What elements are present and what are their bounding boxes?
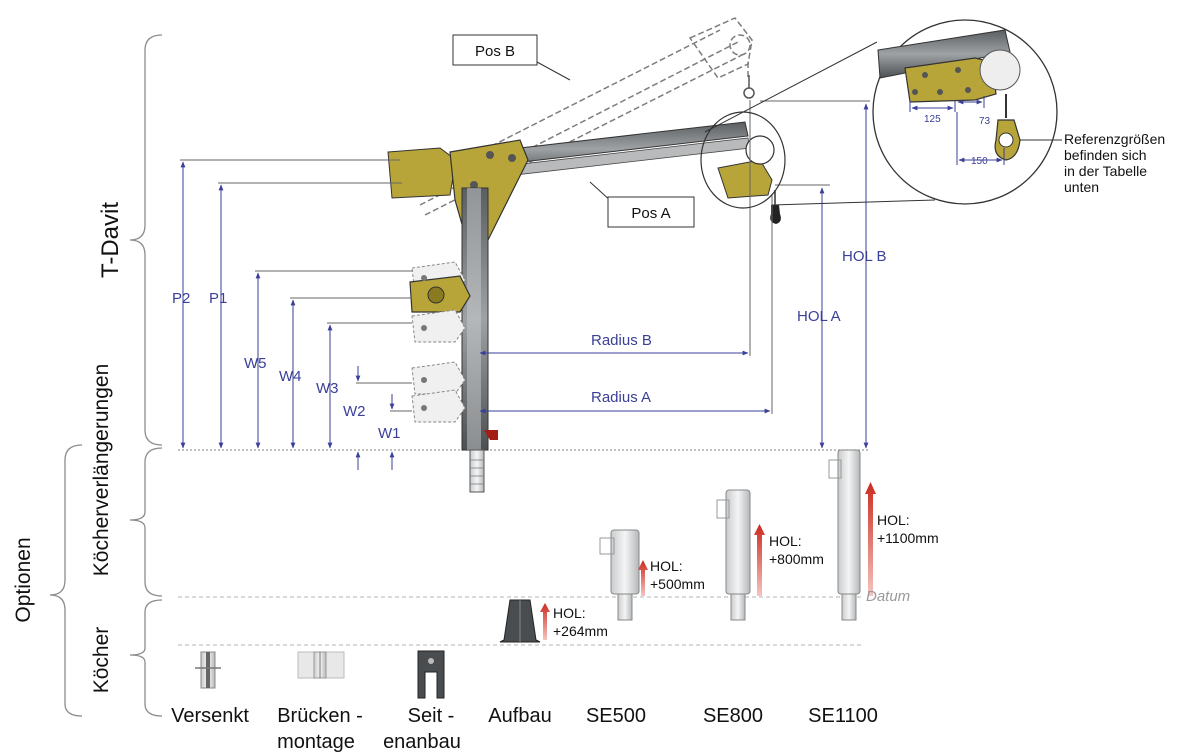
se500-hol-label: HOL: (650, 558, 683, 574)
hol-arrows (540, 482, 876, 640)
versenkt-socket-icon (195, 651, 221, 689)
label-koecherverlaengerungen: Köcherverlängerungen (90, 364, 113, 576)
se800-hol-arrow (754, 524, 765, 596)
se1100-hol-arrow (865, 482, 876, 596)
brace-t-davit (129, 34, 163, 446)
label-bruecken-2: montage (277, 731, 355, 753)
winch-brackets (409, 261, 471, 423)
datum-label: Datum (866, 588, 910, 605)
reference-note-line4: unten (1064, 179, 1099, 195)
dim-p2: P2 (172, 290, 190, 307)
label-optionen: Optionen (12, 537, 35, 622)
label-se800: SE800 (703, 705, 763, 727)
pos-b-hook-icon (743, 87, 755, 99)
reference-note-line2: befinden sich (1064, 147, 1147, 163)
davit-mast (461, 187, 498, 493)
se1100-hol-value: +1100mm (877, 530, 939, 546)
aufbau-socket-icon (499, 599, 541, 643)
se800-hol-value: +800mm (769, 551, 824, 567)
se800-hol-label: HOL: (769, 533, 802, 549)
aufbau-hol-arrow (540, 603, 550, 640)
se1100-hol-label: HOL: (877, 512, 910, 528)
label-se500: SE500 (586, 705, 646, 727)
aufbau-hol-label: HOL: (553, 605, 586, 621)
aufbau-hol-value: +264mm (553, 623, 608, 639)
davit-boom (387, 121, 775, 246)
brace-optionen (49, 444, 83, 717)
dim-hol-a: HOL A (797, 308, 841, 325)
detail-dim-73: 73 (979, 116, 991, 127)
seitenanbau-socket-icon (417, 650, 445, 699)
se500-hol-value: +500mm (650, 576, 705, 592)
dim-radius-a: Radius A (591, 389, 651, 406)
label-versenkt: Versenkt (171, 705, 249, 727)
se800-extension-icon (716, 489, 751, 621)
label-seit-2: enanbau (383, 731, 461, 753)
label-aufbau: Aufbau (488, 705, 551, 727)
label-koecher: Köcher (90, 627, 113, 694)
pos-a-hook-icon (770, 190, 781, 224)
dim-w4: W4 (279, 368, 302, 385)
dim-w1: W1 (378, 425, 401, 442)
pos-a-box (607, 196, 695, 228)
label-seit-1: Seit - (408, 705, 455, 727)
dim-w3: W3 (316, 380, 339, 397)
label-bruecken-1: Brücken - (277, 705, 363, 727)
brace-koecherverl (129, 447, 163, 597)
pos-b-box (452, 34, 538, 66)
pos-b-label: Pos B (475, 43, 515, 60)
reference-note-line3: in der Tabelle (1064, 163, 1147, 179)
label-se1100: SE1100 (808, 705, 878, 727)
se500-hol-arrow (638, 560, 648, 596)
detail-magnifier (700, 19, 1058, 209)
dim-p1: P1 (209, 290, 227, 307)
brace-koecher (129, 599, 163, 717)
se500-extension-icon (599, 529, 640, 621)
detail-dim-125: 125 (924, 114, 941, 125)
pos-a-label: Pos A (631, 205, 670, 222)
dimension-lines (180, 100, 870, 470)
se1100-extension-icon (828, 449, 861, 621)
dim-w2: W2 (343, 403, 366, 420)
dim-hol-b: HOL B (842, 248, 886, 265)
detail-dim-150: 150 (971, 156, 988, 167)
dim-w5: W5 (244, 355, 267, 372)
brueckenmontage-socket-icon (297, 651, 345, 679)
section-braces (49, 34, 163, 717)
dim-radius-b: Radius B (591, 332, 652, 349)
label-t-davit: T-Davit (97, 202, 124, 278)
reference-note-line1: Referenzgrößen (1064, 131, 1165, 147)
